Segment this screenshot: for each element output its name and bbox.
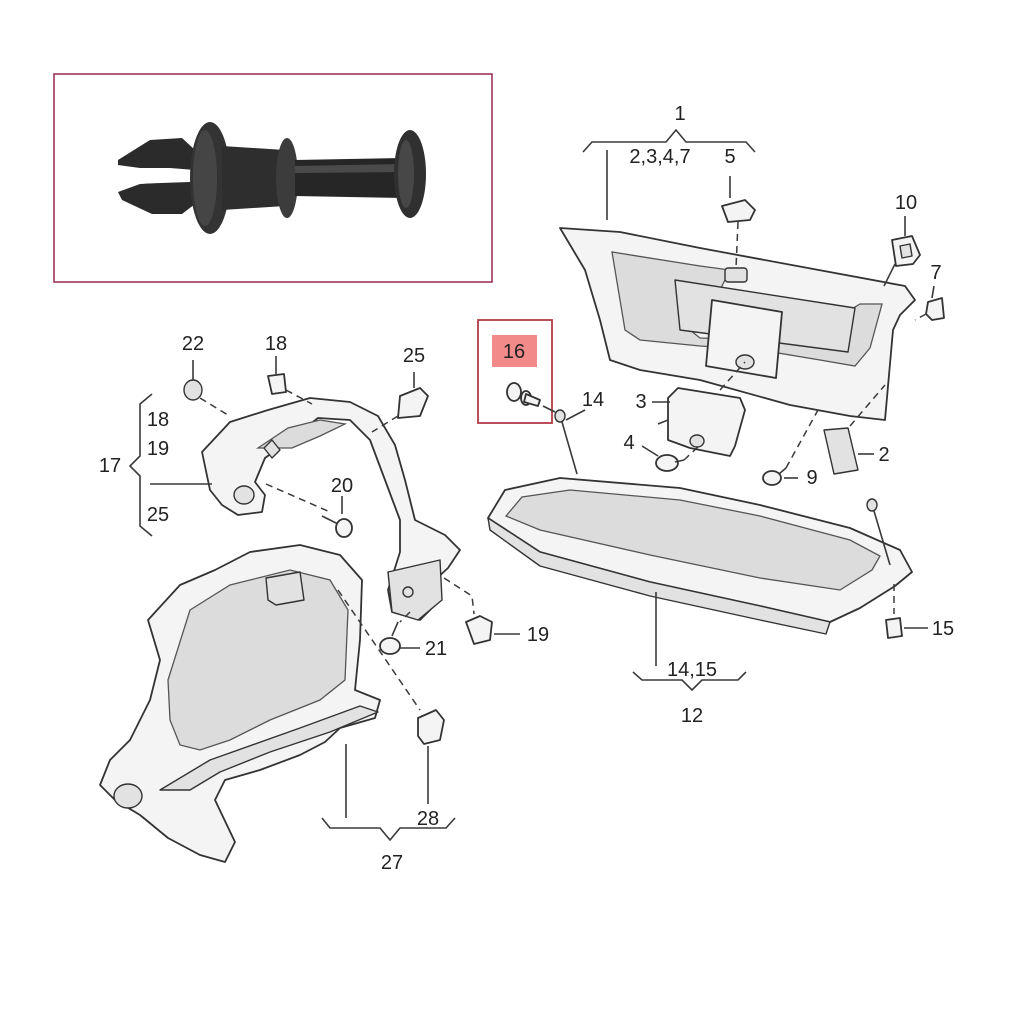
speaker-cover-part-3: [667, 387, 746, 457]
callout-25-group: 25: [147, 504, 169, 526]
highlight-frame-16: [477, 319, 553, 424]
clip-part-15: [885, 617, 903, 639]
screw-part-20: [321, 515, 353, 538]
speaker-cover-hole: [689, 434, 705, 448]
block-part-25: [397, 387, 429, 419]
callout-12: 12: [681, 705, 703, 727]
callout-3: 3: [635, 391, 646, 413]
clip-part-18: [267, 373, 287, 395]
callout-22: 22: [182, 333, 204, 355]
callout-14-top: 14: [582, 389, 604, 411]
callout-labels: 1 2,3,4,7 5 10 7 16 14 3 4 9 2 22 18 25 …: [99, 103, 954, 874]
callout-28: 28: [417, 808, 439, 830]
callout-18-top: 18: [265, 333, 287, 355]
washer-part-22: [183, 379, 203, 401]
highlight-label-bg-16: [492, 335, 537, 367]
screw-part-4: [655, 454, 685, 472]
side-trim-lower-panel: [99, 544, 381, 863]
callout-2: 2: [878, 444, 889, 466]
clip-part-16: [506, 382, 541, 407]
callout-5: 5: [724, 146, 735, 168]
callout-1-subparts: 2,3,4,7: [629, 146, 690, 168]
parcel-shelf-trim-panel: [559, 227, 916, 421]
callout-15: 15: [932, 618, 954, 640]
callout-4: 4: [623, 432, 634, 454]
callout-16[interactable]: 16: [503, 341, 525, 363]
leader-lines: [128, 128, 935, 842]
callout-10: 10: [895, 192, 917, 214]
screw-part-21: [379, 621, 401, 655]
callout-9: 9: [806, 467, 817, 489]
callout-17: 17: [99, 455, 121, 477]
luggage-cover-shelf: [487, 477, 913, 635]
callout-27: 27: [381, 852, 403, 874]
callout-7: 7: [930, 262, 941, 284]
callout-21: 21: [425, 638, 447, 660]
clip-part-7: [925, 297, 945, 321]
pad-part-28: [417, 709, 445, 745]
clip-part-5: [721, 199, 756, 223]
callout-20: 20: [331, 475, 353, 497]
callout-1: 1: [674, 103, 685, 125]
shelf-strings-part-14: [554, 409, 891, 566]
side-trim-upper-bracket: [201, 397, 461, 621]
callout-14-15: 14,15: [667, 659, 717, 681]
callout-25-top: 25: [403, 345, 425, 367]
pad-part-2: [823, 427, 859, 475]
callout-18-group: 18: [147, 409, 169, 431]
callout-19-group: 19: [147, 438, 169, 460]
nut-part-10-center: [899, 243, 913, 259]
screw-part-9: [762, 467, 787, 486]
push-rivet-clip-photo-icon: [118, 122, 426, 234]
callout-19-right: 19: [527, 624, 549, 646]
clip-part-19: [465, 615, 493, 645]
